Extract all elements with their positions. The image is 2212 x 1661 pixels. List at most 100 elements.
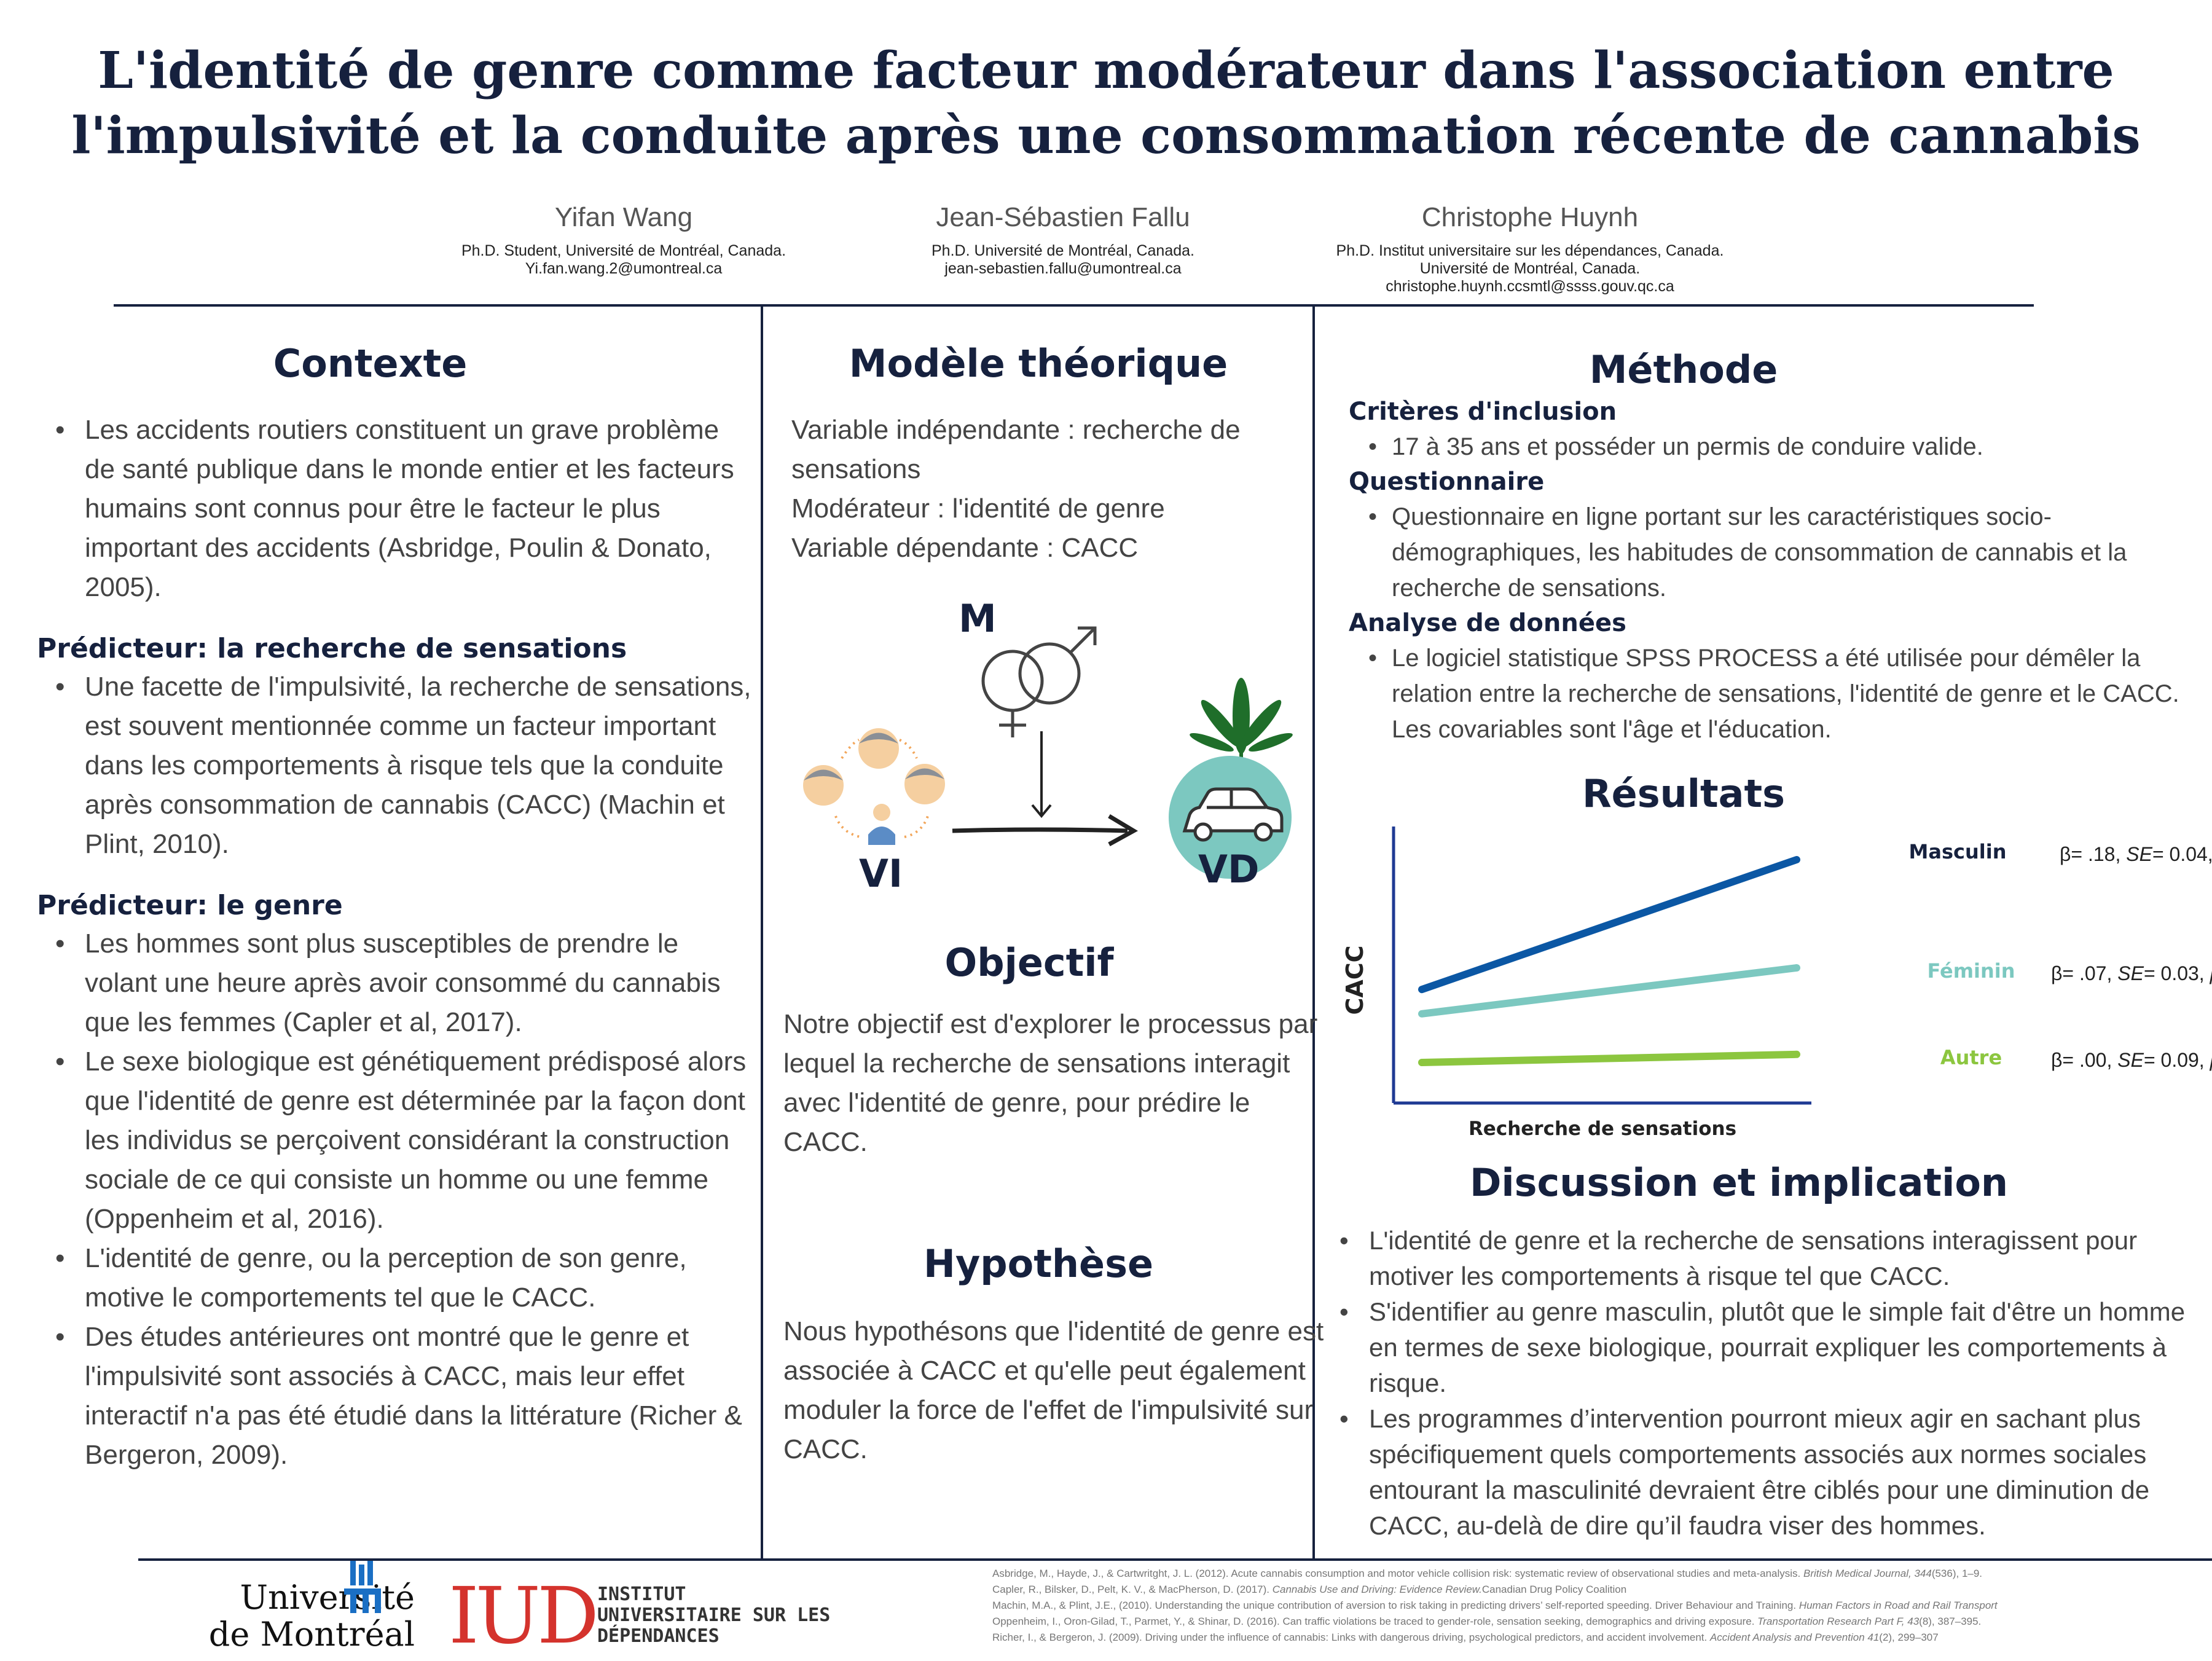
legend-label-1: Féminin bbox=[1927, 959, 2015, 983]
predicteur-1-title: Prédicteur: la recherche de sensations bbox=[37, 633, 627, 664]
author-name: Jean-Sébastien Fallu bbox=[936, 202, 1190, 232]
author-email[interactable]: Yi.fan.wang.2@umontreal.ca bbox=[525, 260, 723, 277]
list-item: Les accidents routiers constituent un gr… bbox=[37, 410, 753, 607]
stat-part: = 0.09, bbox=[2144, 1049, 2210, 1071]
methode-inclusion-list: 17 à 35 ans et posséder un permis de con… bbox=[1349, 429, 2209, 465]
reference-pages: (8), 387–395. bbox=[1919, 1616, 1982, 1627]
main-effect-arrow-head bbox=[1108, 814, 1139, 847]
modele-line-mod: Modérateur : l'identité de genre bbox=[791, 493, 1165, 524]
stat-part: β= .07, bbox=[2051, 962, 2117, 984]
list-item: Une facette de l'impulsivité, la recherc… bbox=[37, 667, 753, 864]
references: Asbridge, M., Hayde, J., & Cartwritght, … bbox=[992, 1566, 2206, 1646]
author-affiliation: Ph.D. Student, Université de Montréal, C… bbox=[461, 242, 786, 259]
objectif-text: Notre objectif est d'explorer le process… bbox=[783, 1009, 1318, 1157]
list-item: L'identité de genre et la recherche de s… bbox=[1321, 1223, 2194, 1294]
reference-text: Richer, I., & Bergeron, J. (2009). Drivi… bbox=[992, 1632, 1710, 1643]
methode-heading: Méthode bbox=[1589, 347, 1778, 392]
author-affiliation-2: Université de Montréal, Canada. bbox=[1419, 260, 1641, 277]
reference-text: Asbridge, M., Hayde, J., & Cartwritght, … bbox=[992, 1568, 1803, 1579]
stat-part: β= .18, bbox=[2060, 843, 2126, 865]
modele-line-vd: Variable dépendante : CACC bbox=[791, 533, 1139, 563]
list-item: Questionnaire en ligne portant sur les c… bbox=[1349, 499, 2209, 606]
reference-item: Capler, R., Bilsker, D., Pelt, K. V., & … bbox=[992, 1582, 2206, 1598]
udem-logo-line-1: Université bbox=[240, 1578, 415, 1617]
reference-source: Cannabis Use and Driving: Evidence Revie… bbox=[1272, 1584, 1482, 1595]
iud-line-1: INSTITUT bbox=[597, 1584, 686, 1605]
udem-emblem-icon bbox=[344, 1561, 381, 1613]
title-line-2: l'impulsivité et la conduite après une c… bbox=[71, 106, 2141, 165]
reference-text: Machin, M.A., & Plint, J.E., (2010). Und… bbox=[992, 1600, 1799, 1611]
author-email[interactable]: jean-sebastien.fallu@umontreal.ca bbox=[944, 260, 1182, 277]
modele-line-vi: Variable indépendante : recherche de sen… bbox=[791, 415, 1241, 484]
resultats-heading: Résultats bbox=[1582, 771, 1786, 816]
car-icon bbox=[1182, 787, 1284, 842]
poster-title: L'identité de genre comme facteur modéra… bbox=[0, 38, 2212, 168]
list-item: Des études antérieures ont montré que le… bbox=[37, 1317, 753, 1475]
cannabis-leaf-icon bbox=[1190, 678, 1293, 783]
predicteur-2-list: Les hommes sont plus susceptibles de pre… bbox=[37, 924, 753, 1475]
list-item: Les programmes d’intervention pourront m… bbox=[1321, 1401, 2194, 1544]
contexte-heading: Contexte bbox=[273, 341, 468, 386]
list-item: Le logiciel statistique SPSS PROCESS a é… bbox=[1349, 640, 2209, 747]
column-divider-1 bbox=[761, 305, 763, 1559]
iud-line-3: DÉPENDANCES bbox=[597, 1625, 720, 1647]
iud-line-2: UNIVERSITAIRE SUR LES bbox=[597, 1604, 831, 1626]
footer-divider bbox=[138, 1558, 2212, 1561]
author-name: Christophe Huynh bbox=[1421, 202, 1639, 232]
reference-source: Accident Analysis and Prevention 41 bbox=[1709, 1632, 1880, 1643]
legend-label-2: Autre bbox=[1940, 1046, 2002, 1069]
reference-text: Oppenheim, I., Oron-Gilad, T., Parmet, Y… bbox=[992, 1616, 1758, 1627]
list-item: L'identité de genre, ou la perception de… bbox=[37, 1239, 753, 1317]
modele-lines: Variable indépendante : recherche de sen… bbox=[791, 410, 1295, 568]
stat-part: = 0.04, bbox=[2152, 843, 2212, 865]
udem-logo: Université de Montréal bbox=[157, 1579, 415, 1653]
series-stat-0: β= .18, SE= 0.04, p<.01 bbox=[2060, 843, 2212, 865]
contexte-intro-list: Les accidents routiers constituent un gr… bbox=[37, 410, 753, 607]
reference-source: Human Factors in Road and Rail Transport bbox=[1798, 1600, 1998, 1611]
legend-label-0: Masculin bbox=[1909, 840, 2007, 863]
objectif-heading: Objectif bbox=[944, 940, 1114, 985]
discussion-list: L'identité de genre et la recherche de s… bbox=[1321, 1223, 2194, 1544]
author-affiliation: Ph.D. Université de Montréal, Canada. bbox=[931, 242, 1194, 259]
people-group-icon bbox=[803, 728, 945, 845]
methode-section: Critères d'inclusion 17 à 35 ans et poss… bbox=[1349, 395, 2209, 747]
x-axis-label: Recherche de sensations bbox=[1469, 1118, 1736, 1140]
title-line-1: L'identité de genre comme facteur modéra… bbox=[98, 41, 2114, 100]
label-vi: VI bbox=[859, 851, 903, 896]
discussion-heading: Discussion et implication bbox=[1469, 1160, 2009, 1205]
series-stat-1: β= .07, SE= 0.03, p=.02 bbox=[2051, 962, 2212, 984]
discussion-section: L'identité de genre et la recherche de s… bbox=[1321, 1223, 2194, 1544]
author-name: Yifan Wang bbox=[554, 202, 693, 232]
methode-analyse-list: Le logiciel statistique SPSS PROCESS a é… bbox=[1349, 640, 2209, 747]
label-vd: VD bbox=[1198, 847, 1260, 892]
methode-analyse-title: Analyse de données bbox=[1349, 609, 1626, 637]
stat-part: p bbox=[2210, 962, 2212, 984]
stat-part: β= .00, bbox=[2051, 1049, 2117, 1071]
contexte-section: Les accidents routiers constituent un gr… bbox=[37, 410, 753, 1475]
series-stat-2: β= .00, SE= 0.09, p=.97 bbox=[2051, 1049, 2212, 1071]
author-affiliation: Ph.D. Institut universitaire sur les dép… bbox=[1336, 242, 1724, 259]
udem-logo-line-2: de Montréal bbox=[208, 1615, 415, 1654]
modele-heading: Modèle théorique bbox=[849, 341, 1228, 386]
iud-logo-text: INSTITUT UNIVERSITAIRE SUR LES DÉPENDANC… bbox=[597, 1584, 830, 1647]
column-divider-2 bbox=[1312, 305, 1315, 1559]
methode-questionnaire-list: Questionnaire en ligne portant sur les c… bbox=[1349, 499, 2209, 606]
author-1: Yifan Wang Ph.D. Student, Université de … bbox=[424, 200, 823, 278]
reference-source: Transportation Research Part F, 43 bbox=[1757, 1616, 1920, 1627]
reference-item: Machin, M.A., & Plint, J.E., (2010). Und… bbox=[992, 1598, 2206, 1614]
stat-part: p bbox=[2210, 1049, 2212, 1071]
stat-part: SE bbox=[2117, 962, 2144, 984]
predicteur-1-list: Une facette de l'impulsivité, la recherc… bbox=[37, 667, 753, 864]
results-chart: Recherche de sensations CACC Masculin β= .1… bbox=[1341, 827, 2212, 1140]
list-item: Le sexe biologique est génétiquement pré… bbox=[37, 1042, 753, 1239]
author-email[interactable]: christophe.huynh.ccsmtl@ssss.gouv.qc.ca bbox=[1386, 278, 1674, 295]
y-axis-label: CACC bbox=[1341, 945, 1368, 1015]
stat-part: SE bbox=[2117, 1049, 2144, 1071]
reference-pages: (2), 299–307 bbox=[1879, 1632, 1939, 1643]
reference-item: Richer, I., & Bergeron, J. (2009). Drivi… bbox=[992, 1630, 2206, 1646]
stat-part: = 0.03, bbox=[2144, 962, 2210, 984]
stat-part: SE bbox=[2126, 843, 2152, 865]
methode-inclusion-title: Critères d'inclusion bbox=[1349, 398, 1617, 426]
main-effect-arrow bbox=[952, 827, 1128, 833]
list-item: S'identifier au genre masculin, plutôt q… bbox=[1321, 1294, 2194, 1401]
